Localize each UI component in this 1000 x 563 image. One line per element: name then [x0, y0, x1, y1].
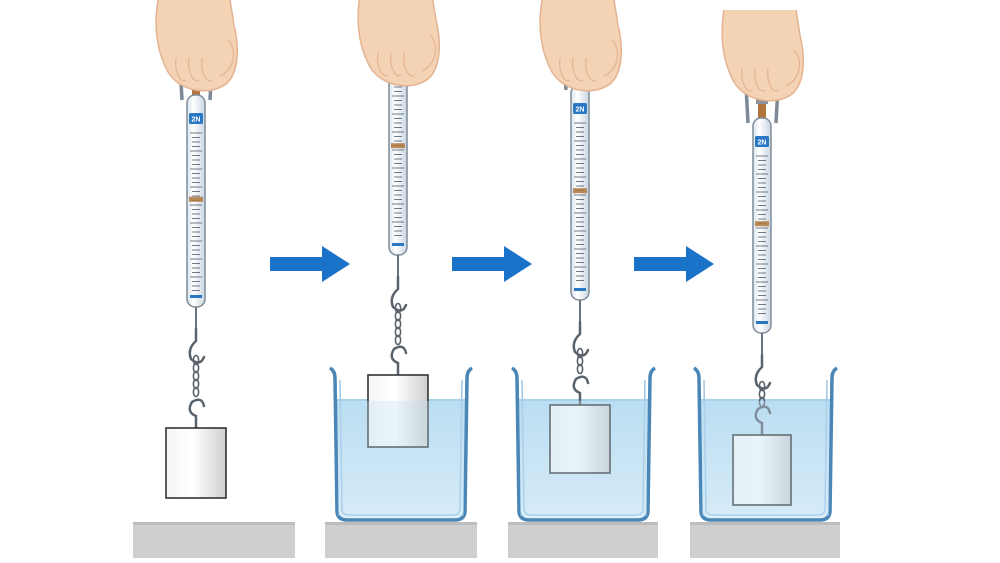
hand-icon: [155, 0, 239, 92]
beaker-wall: [511, 366, 656, 522]
scale-indicator: [391, 143, 405, 149]
hanging-mass: [732, 380, 792, 506]
platform-edge: [690, 522, 840, 525]
platform: [690, 522, 840, 558]
block-hook-icon: [572, 375, 590, 407]
scale-badge-label: 2N: [576, 107, 585, 114]
water-tint: [338, 401, 464, 516]
arrow-right-icon: [452, 246, 532, 282]
scale-indicator: [755, 221, 769, 227]
spring-scale: 2N: [178, 53, 214, 364]
beaker-inner-wall: [703, 379, 828, 516]
hand-icon: [357, 0, 441, 87]
scale-graduations: [756, 155, 768, 314]
scale-graduations: [574, 122, 586, 281]
scale-zero-mark: [574, 288, 586, 291]
chain-link: [394, 302, 402, 346]
scale-indicator: [189, 196, 203, 202]
mass-block: [732, 434, 792, 506]
scale-hook-icon: [390, 275, 408, 312]
hanging-mass: [549, 347, 611, 474]
beaker-wall: [329, 366, 473, 522]
beaker-inner-wall: [339, 379, 463, 516]
mass-block: [549, 404, 611, 474]
block-hook-icon: [188, 398, 206, 430]
arrow-right-icon: [634, 246, 714, 282]
scale-badge-label: 2N: [758, 140, 767, 147]
mass-block: [165, 427, 227, 499]
hanging-mass: [165, 354, 227, 499]
block-hook-icon: [754, 405, 772, 437]
block-hook-icon: [390, 345, 408, 377]
beaker-wall: [693, 366, 838, 522]
stage-4-deep-submerged: 2N: [693, 9, 838, 522]
spring-scale: 2N: [744, 76, 780, 390]
stage-3-fully-submerged: 2N: [511, 0, 656, 522]
platform: [325, 522, 477, 558]
hanging-mass: [367, 302, 429, 448]
scale-zero-mark: [392, 243, 404, 246]
hand-icon: [721, 9, 805, 102]
platform-edge: [508, 522, 658, 525]
water-tint: [520, 401, 647, 516]
hand-icon: [539, 0, 623, 92]
scale-hook-icon: [188, 327, 206, 364]
scale-badge-label: 2N: [192, 117, 201, 124]
stage-2-partly-submerged: 2N: [329, 0, 473, 522]
scale-hook-icon: [754, 353, 772, 390]
chain-link: [192, 354, 200, 398]
scale-indicator: [573, 188, 587, 194]
scale-badge: [189, 113, 203, 124]
water-tint: [702, 401, 829, 516]
scale-stem: [758, 104, 766, 118]
scale-zero-mark: [756, 321, 768, 324]
scale-zero-mark: [190, 295, 202, 298]
spring-scale: 2N: [562, 43, 598, 357]
beaker-inner-wall: [521, 379, 646, 516]
mass-block: [367, 374, 429, 448]
platform-edge: [325, 522, 477, 525]
stage-1-in-air: 2N: [155, 0, 239, 499]
scale-hook-icon: [572, 320, 590, 357]
platform: [508, 522, 658, 558]
scale-badge: [573, 103, 587, 114]
platform-edge: [133, 522, 295, 525]
platform: [133, 522, 295, 558]
arrow-right-icon: [270, 246, 350, 282]
scale-badge: [755, 136, 769, 147]
chain-link: [576, 347, 584, 375]
